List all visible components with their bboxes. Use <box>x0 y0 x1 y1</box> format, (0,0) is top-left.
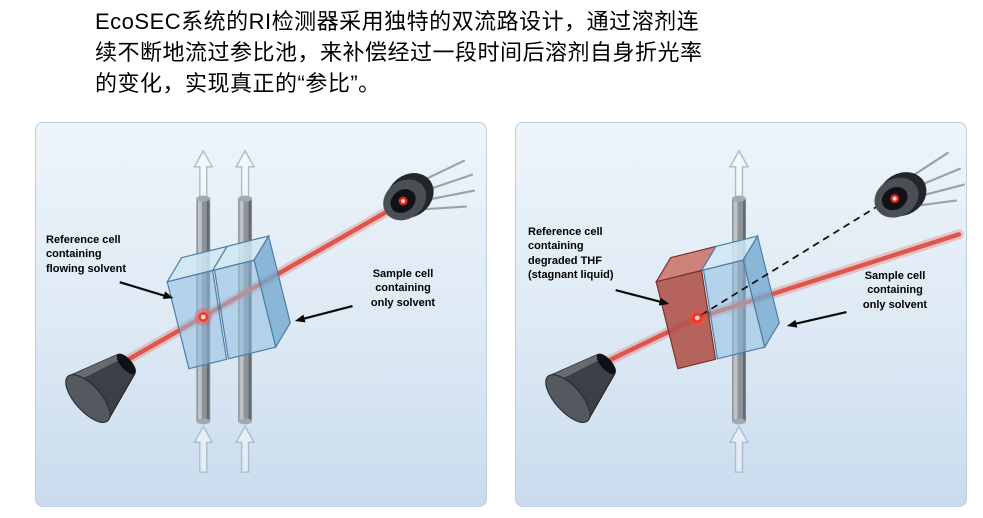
sample-label-arrow <box>294 304 353 323</box>
sample-label-arrow <box>786 310 847 328</box>
light-source-icon <box>65 353 136 423</box>
reference-cell-label: Reference cell containing degraded THF (… <box>528 226 614 281</box>
sample-cell-label: Sample cell containing only solvent <box>862 270 928 311</box>
intro-line: 的变化，实现真正的“参比”。 <box>95 71 381 96</box>
sample-cell-face <box>702 259 766 360</box>
optical-cell-diagram-degraded <box>545 149 965 473</box>
optical-cell-diagram-flowing <box>65 149 475 473</box>
panel-degraded-reference: Reference cell containing degraded THF (… <box>515 122 967 507</box>
light-source-icon <box>545 353 616 423</box>
diagram-panels: Reference cell containing flowing solven… <box>35 122 967 507</box>
flow-direction-arrow-icons <box>193 149 256 473</box>
beam-glow-spot <box>688 309 707 327</box>
sample-cell-label: Sample cell containing only solvent <box>370 268 436 309</box>
intro-line: 续不断地流过参比池，来补偿经过一段时间后溶剂自身折光率 <box>95 40 703 65</box>
flow-cell <box>654 234 780 370</box>
detector-icon <box>874 151 965 218</box>
intro-text: EcoSEC系统的RI检测器采用独特的双流路设计，通过溶剂连 续不断地流过参比池… <box>95 6 703 99</box>
reference-label-arrow <box>119 281 174 299</box>
intro-line: EcoSEC系统的RI检测器采用独特的双流路设计，通过溶剂连 <box>95 9 700 34</box>
beam-glow-spot <box>194 308 213 326</box>
degraded-reference-cell-face <box>655 269 717 370</box>
reference-label-arrow <box>615 289 670 306</box>
detector-icon <box>383 159 475 221</box>
flow-cell <box>165 234 291 370</box>
panel-flowing-reference: Reference cell containing flowing solven… <box>35 122 487 507</box>
reference-cell-face <box>166 269 228 370</box>
sample-cell-face <box>213 259 277 360</box>
reference-cell-label: Reference cell containing flowing solven… <box>46 234 127 275</box>
